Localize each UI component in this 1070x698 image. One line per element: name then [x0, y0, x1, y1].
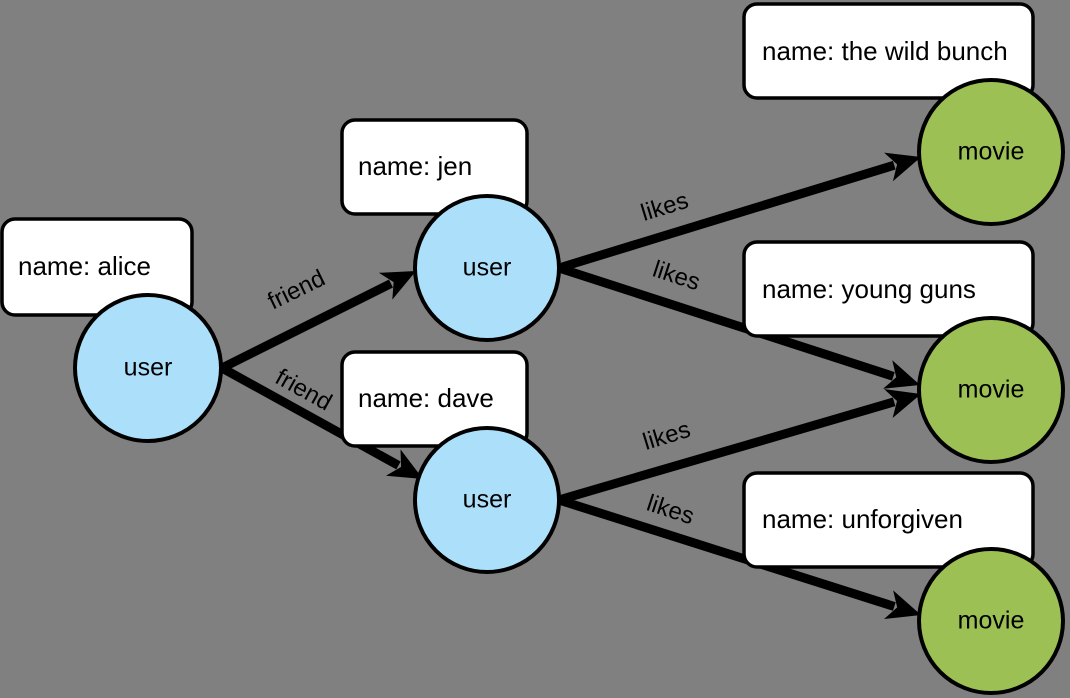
- arrow-head-icon: [884, 590, 921, 619]
- property-text-dave: name: dave: [358, 383, 494, 413]
- property-text-alice: name: alice: [18, 251, 151, 281]
- edge-dave-likes-young-guns: [557, 389, 921, 505]
- edge-line: [219, 279, 393, 373]
- edge-label-jen-likes-wild-bunch: likes: [638, 187, 692, 227]
- node-label-jen: user: [463, 254, 512, 282]
- edge-jen-likes-young-guns: [557, 263, 920, 389]
- node-label-wild-bunch: movie: [958, 138, 1025, 166]
- edge-label-dave-likes-young-guns: likes: [640, 416, 694, 456]
- node-label-young-guns: movie: [958, 376, 1025, 404]
- property-text-jen: name: jen: [358, 151, 472, 181]
- edge-line: [557, 397, 896, 505]
- node-unforgiven[interactable]: movie: [917, 547, 1065, 695]
- node-circle-wild-bunch[interactable]: [917, 78, 1065, 226]
- edge-line: [557, 263, 895, 381]
- edge-line: [557, 495, 896, 611]
- node-label-alice: user: [124, 354, 173, 382]
- node-circle-dave[interactable]: [413, 426, 561, 574]
- arrow-head-icon: [883, 360, 920, 389]
- property-box-jen: [340, 118, 529, 216]
- edge-label-jen-likes-young-guns: likes: [649, 256, 703, 297]
- edge-line: [557, 160, 896, 273]
- property-box-dave: [340, 350, 529, 448]
- arrow-head-icon: [884, 152, 921, 182]
- property-text-young-guns: name: young guns: [762, 274, 976, 304]
- node-dave[interactable]: user: [413, 426, 561, 574]
- node-alice[interactable]: user: [73, 293, 223, 443]
- node-label-dave: user: [463, 486, 512, 514]
- nodes-layer: user user user movie movie movie: [73, 78, 1065, 695]
- node-circle-young-guns[interactable]: [917, 316, 1065, 464]
- edge-label-dave-likes-unforgiven: likes: [643, 490, 697, 531]
- edge-alice-friend-dave: [219, 364, 423, 479]
- edge-alice-friend-jen: [219, 271, 416, 373]
- edges-layer: [219, 152, 921, 619]
- edge-dave-likes-unforgiven: [557, 495, 921, 619]
- node-circle-alice[interactable]: [73, 293, 223, 443]
- edge-label-alice-friend-jen: friend: [264, 265, 330, 316]
- property-text-wild-bunch: name: the wild bunch: [762, 36, 1008, 66]
- arrow-head-icon: [884, 389, 921, 418]
- node-circle-jen[interactable]: [413, 194, 561, 342]
- node-young-guns[interactable]: movie: [917, 316, 1065, 464]
- node-label-unforgiven: movie: [958, 607, 1025, 635]
- property-text-unforgiven: name: unforgiven: [762, 504, 963, 534]
- property-box-unforgiven: [742, 471, 1035, 569]
- edge-jen-likes-wild-bunch: [557, 152, 921, 273]
- arrow-head-icon: [385, 449, 423, 479]
- property-boxes-layer: name: alice name: jen name: dave name: the …: [0, 2, 1035, 569]
- edge-line: [219, 364, 401, 470]
- node-wild-bunch[interactable]: movie: [917, 78, 1065, 226]
- node-circle-unforgiven[interactable]: [917, 547, 1065, 695]
- node-jen[interactable]: user: [413, 194, 561, 342]
- property-box-wild-bunch: [742, 2, 1035, 100]
- property-box-young-guns: [742, 240, 1035, 338]
- arrow-head-icon: [378, 271, 416, 300]
